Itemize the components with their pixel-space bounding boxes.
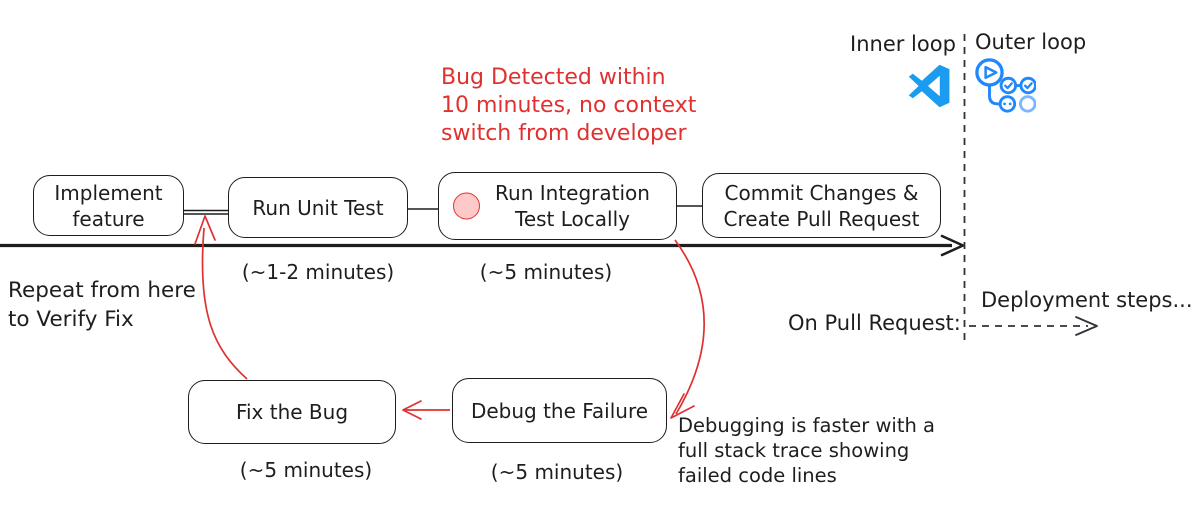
- node-run-unit-test: Run Unit Test: [228, 177, 408, 238]
- node-label: Implement feature: [54, 180, 163, 231]
- integration-test-duration: (~5 minutes): [479, 260, 613, 284]
- node-label: Debug the Failure: [470, 398, 649, 423]
- node-label: Run Integration Test Locally: [495, 181, 650, 231]
- outer-loop-label: Outer loop: [975, 30, 1087, 54]
- node-implement-feature: Implement feature: [33, 175, 184, 236]
- unit-test-duration: (~1-2 minutes): [241, 260, 395, 284]
- node-label: Commit Changes & Create Pull Request: [723, 180, 920, 231]
- node-label: Run Unit Test: [252, 195, 384, 220]
- on-pull-request-label: On Pull Request:: [788, 311, 961, 335]
- vscode-icon: [907, 64, 951, 108]
- node-run-integration-test: Run Integration Test Locally: [438, 172, 677, 240]
- debugging-note: Debugging is faster with a full stack tr…: [678, 414, 935, 487]
- bug-marker-dot: [453, 192, 480, 220]
- debug-failure-duration: (~5 minutes): [490, 460, 624, 484]
- node-fix-the-bug: Fix the Bug: [188, 380, 396, 444]
- bug-detected-note: Bug Detected within 10 minutes, no conte…: [441, 65, 697, 146]
- node-commit-changes: Commit Changes & Create Pull Request: [702, 173, 941, 238]
- deployment-steps-label: Deployment steps...: [981, 288, 1193, 312]
- github-actions-icon: [972, 56, 1037, 116]
- node-debug-the-failure: Debug the Failure: [452, 378, 667, 443]
- node-label: Fix the Bug: [235, 400, 349, 424]
- fix-bug-duration: (~5 minutes): [239, 458, 373, 482]
- inner-loop-label: Inner loop: [850, 32, 956, 56]
- repeat-note: Repeat from here to Verify Fix: [8, 278, 196, 332]
